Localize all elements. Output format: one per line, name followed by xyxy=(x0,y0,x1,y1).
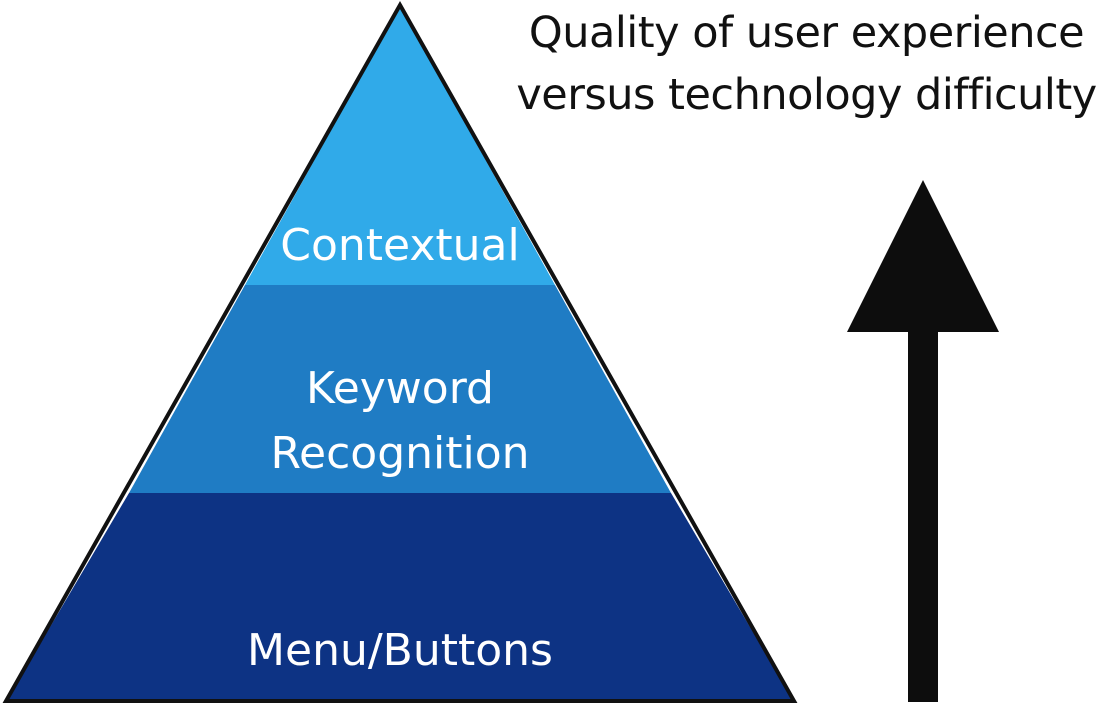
pyramid-layer-contextual xyxy=(245,6,555,285)
layer-label-menu-buttons: Menu/Buttons xyxy=(247,625,553,676)
layer-label-recognition: Recognition xyxy=(270,428,529,479)
pyramid-layer-keyword-recognition xyxy=(129,285,671,493)
caption-line-1: Quality of user experience xyxy=(528,8,1085,58)
layer-label-keyword: Keyword xyxy=(306,363,494,414)
layer-label-contextual: Contextual xyxy=(280,220,519,271)
pyramid-layer-menu-buttons xyxy=(7,493,793,700)
caption-line-2: versus technology difficulty xyxy=(516,70,1097,120)
diagram-caption: Quality of user experience versus techno… xyxy=(500,2,1113,126)
pyramid-outline xyxy=(2,0,798,703)
arrow-up-icon xyxy=(847,180,999,702)
